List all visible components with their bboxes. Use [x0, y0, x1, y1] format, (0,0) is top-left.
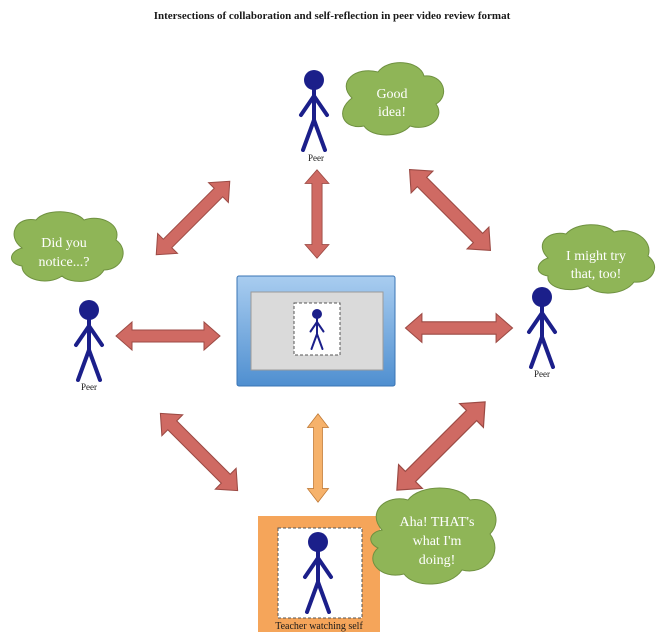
bubble-line-2: what I'm [413, 534, 462, 549]
peer-right: Peer [527, 285, 557, 379]
peer-top-label: Peer [308, 153, 324, 163]
teacher-label: Teacher watching self [275, 621, 363, 632]
arrow-screen-to-teacher [306, 413, 330, 503]
cloud-shape [342, 62, 445, 136]
diagram-title: Intersections of collaboration and self-… [153, 10, 511, 22]
bubble-line-2: notice...? [39, 255, 90, 270]
arrow-top-right-diagonal [398, 158, 502, 262]
arrow-left-horizontal [115, 321, 221, 351]
video-screen [236, 275, 396, 387]
bubble-line-1: Did you [41, 236, 87, 251]
bubble-line-2: idea! [378, 105, 406, 120]
cloud-shape [537, 224, 655, 294]
arrow-right-horizontal [404, 313, 514, 343]
arrow-top-left-diagonal [145, 170, 241, 266]
arrow-top-vertical [304, 169, 330, 259]
stick-figure-icon [74, 298, 104, 382]
stick-figure-icon [527, 285, 557, 369]
peer-left-label: Peer [81, 382, 97, 392]
cloud-shape [370, 487, 497, 585]
teacher-panel: Teacher watching self [258, 516, 380, 632]
peer-right-label: Peer [534, 369, 550, 379]
speech-bubble-left: Did you notice...? [11, 211, 124, 282]
bubble-line-1: I might try [566, 249, 626, 264]
bubble-line-2: that, too! [571, 267, 622, 282]
speech-bubble-top: Good idea! [342, 62, 445, 136]
cloud-shape [11, 211, 124, 282]
stick-figure-icon [299, 68, 329, 152]
arrow-bottom-left-diagonal [149, 402, 249, 502]
peer-left: Peer [74, 298, 104, 392]
peer-top: Peer [299, 68, 329, 163]
arrow-bottom-right-diagonal [384, 389, 498, 503]
speech-bubble-right: I might try that, too! [537, 224, 655, 294]
bubble-line-1: Aha! THAT's [400, 515, 475, 530]
bubble-line-3: doing! [419, 553, 456, 568]
speech-bubble-teacher: Aha! THAT's what I'm doing! [370, 487, 497, 585]
bubble-line-1: Good [376, 87, 407, 102]
